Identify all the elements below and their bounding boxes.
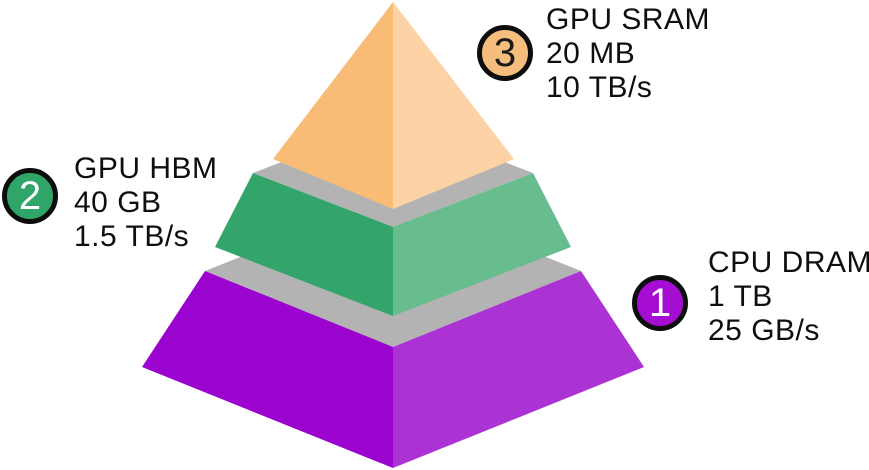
label-cpu-dram: CPU DRAM 1 TB 25 GB/s xyxy=(708,246,869,348)
tier-bandwidth: 1.5 TB/s xyxy=(74,220,190,253)
rank-number: 3 xyxy=(493,31,517,75)
tier3-left-face xyxy=(273,2,393,209)
tier-name: GPU HBM xyxy=(74,152,218,185)
rank-badge-2: 2 xyxy=(2,168,58,224)
rank-badge-1: 1 xyxy=(632,275,688,331)
tier2-left-face xyxy=(215,173,393,316)
tier1-right-face xyxy=(393,271,644,468)
tier-capacity: 40 GB xyxy=(74,186,162,219)
tier2-right-face xyxy=(393,173,571,316)
tier-bandwidth: 25 GB/s xyxy=(708,314,820,347)
tier-capacity: 20 MB xyxy=(546,37,636,70)
label-gpu-hbm: GPU HBM 40 GB 1.5 TB/s xyxy=(74,152,218,254)
tier-name: CPU DRAM xyxy=(708,246,869,279)
label-gpu-sram: GPU SRAM 20 MB 10 TB/s xyxy=(546,3,710,105)
rank-number: 1 xyxy=(648,281,672,325)
tier-bandwidth: 10 TB/s xyxy=(546,71,653,104)
tier1-left-face xyxy=(142,271,393,468)
tier-name: GPU SRAM xyxy=(546,3,711,36)
tier3-right-face xyxy=(393,2,514,209)
tier-capacity: 1 TB xyxy=(708,280,773,313)
rank-badge-3: 3 xyxy=(477,25,533,81)
rank-number: 2 xyxy=(18,174,42,218)
